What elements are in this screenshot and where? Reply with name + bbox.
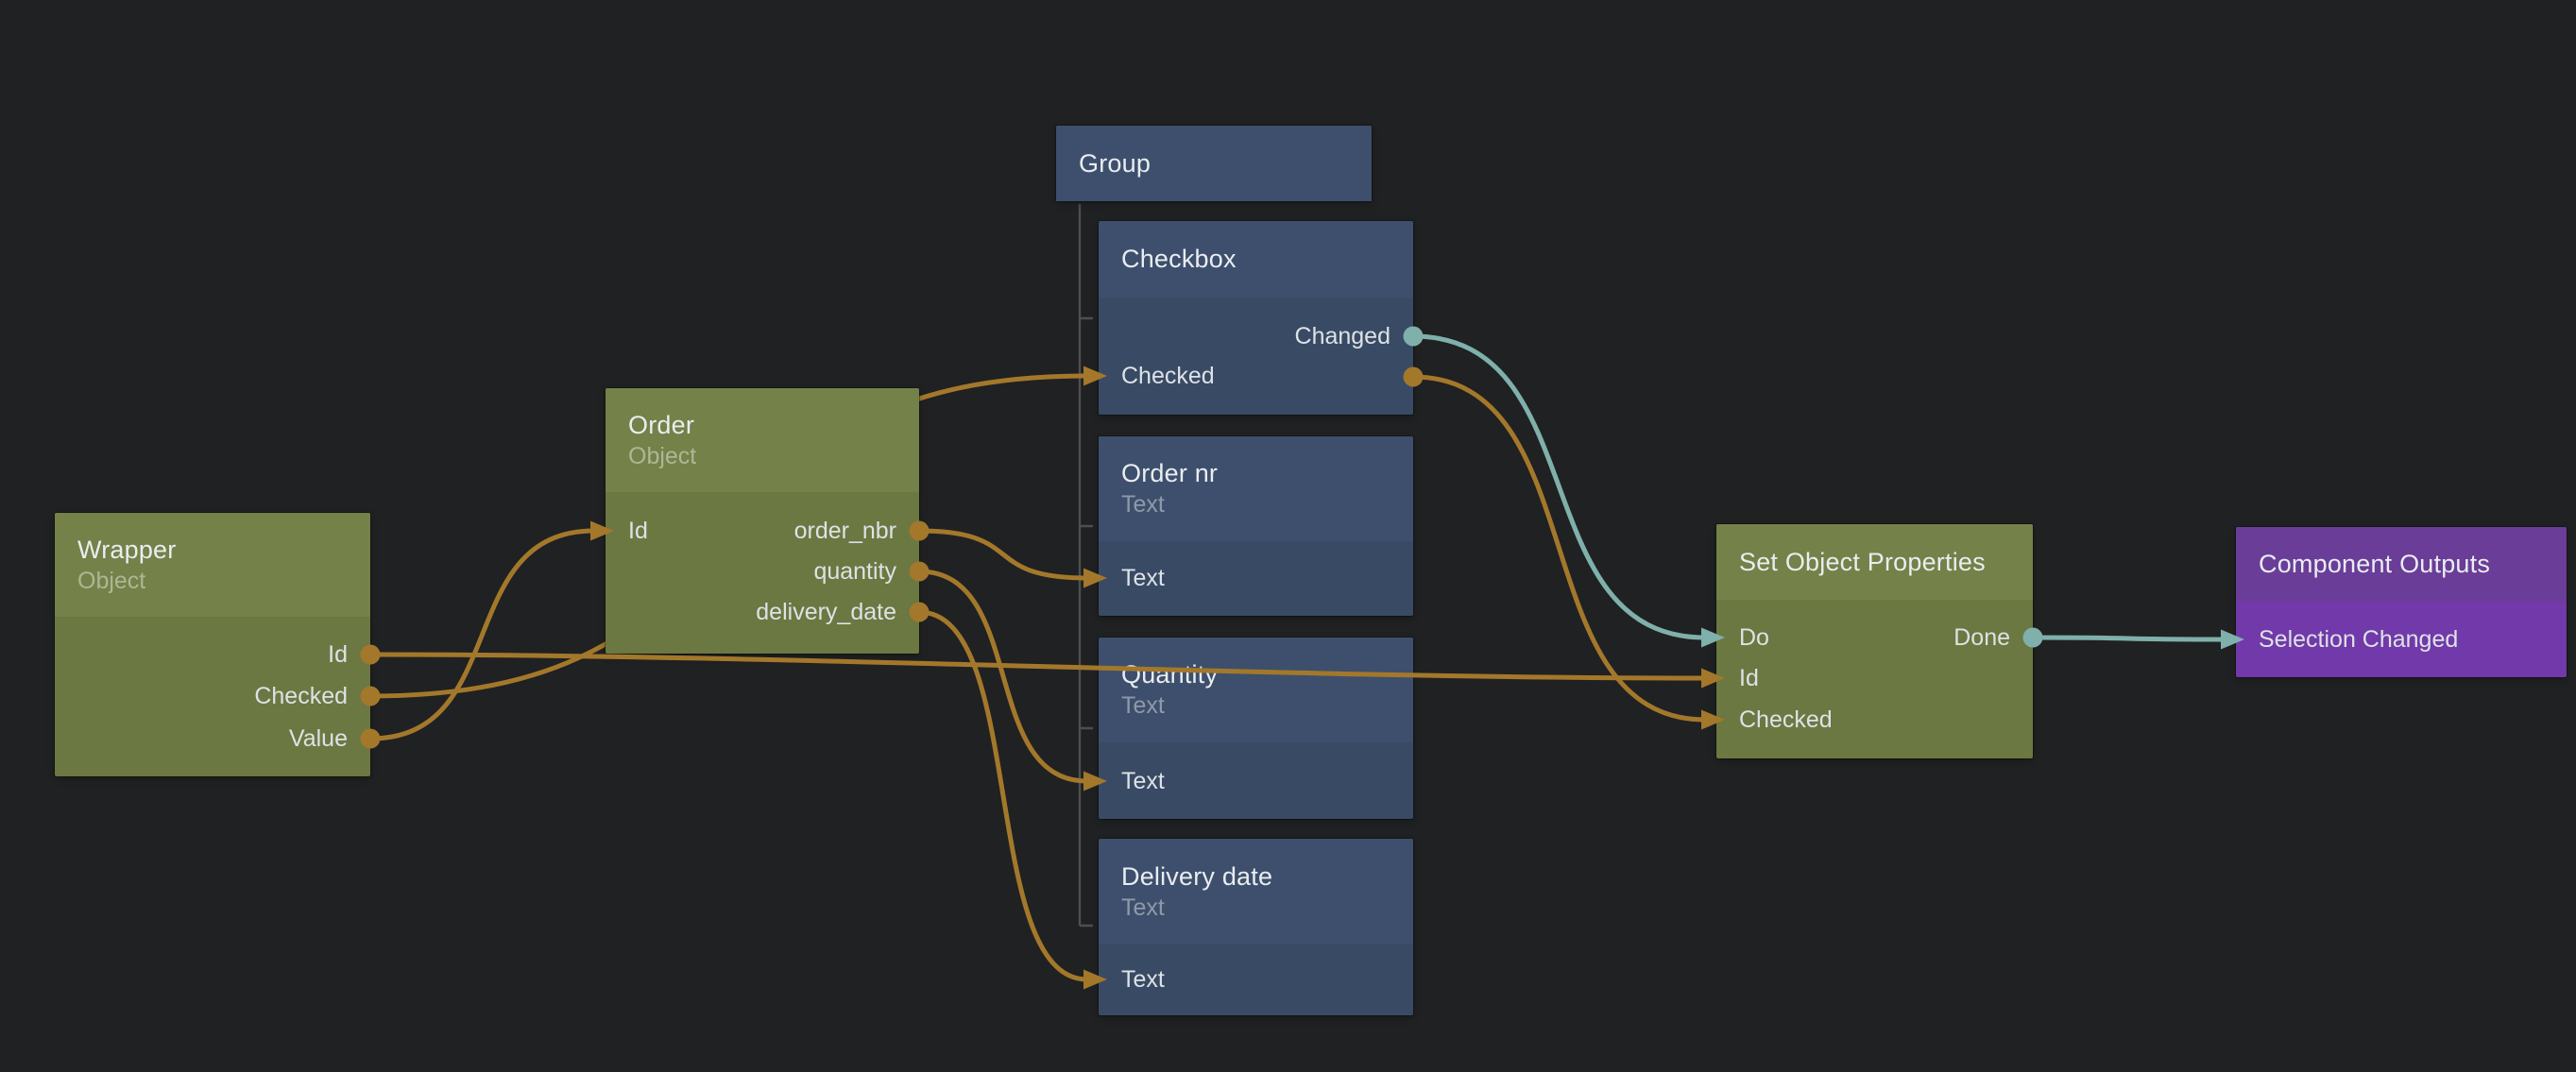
node-group[interactable]: Group: [1056, 126, 1372, 201]
node-title: Wrapper: [77, 535, 177, 564]
wire-wrapper-id-to-sop-id[interactable]: [367, 652, 1708, 681]
wire-checkbox-changed-to-sop-do[interactable]: [1410, 333, 1708, 640]
wire-checkbox-checked-to-sop-checked[interactable]: [1410, 374, 1708, 723]
node-header[interactable]: Group: [1056, 126, 1372, 201]
port-done[interactable]: Done: [1953, 624, 2010, 651]
node-header[interactable]: Set Object Properties: [1716, 524, 2033, 600]
node-subtitle: Text: [1121, 692, 1165, 719]
node-title: Set Object Properties: [1739, 547, 1986, 576]
wire-wrapper-value-to-order-id[interactable]: [367, 528, 597, 741]
port-checked[interactable]: Checked: [1121, 363, 1215, 389]
port-checked[interactable]: Checked: [1739, 706, 1833, 733]
port-id[interactable]: Id: [1739, 665, 1759, 691]
wire-order-quantity-to-quantity-text[interactable]: [916, 569, 1090, 784]
node-subtitle: Text: [1121, 893, 1165, 921]
port-text[interactable]: Text: [1121, 966, 1165, 993]
group-children-connector-line: [1078, 204, 1093, 927]
wire-order-deliverydate-to-deliverydate-text[interactable]: [916, 609, 1090, 982]
port-selection-changed[interactable]: Selection Changed: [2259, 626, 2459, 653]
node-title: Component Outputs: [2259, 550, 2491, 578]
node-title: Quantity: [1121, 660, 1219, 689]
node-title: Group: [1079, 148, 1152, 178]
port-changed[interactable]: Changed: [1294, 323, 1390, 349]
port-text[interactable]: Text: [1121, 565, 1165, 591]
wire-sop-done-to-componentoutputs-selectionchanged[interactable]: [2030, 635, 2227, 642]
port-value[interactable]: Value: [288, 725, 348, 752]
node-subtitle: Text: [1121, 491, 1165, 518]
node-header[interactable]: Order nr Text: [1099, 436, 1413, 541]
port-id[interactable]: Id: [328, 641, 348, 668]
port-quantity[interactable]: quantity: [813, 558, 896, 585]
node-title: Order: [628, 410, 695, 439]
wire-order-nbr-to-ordernr-text[interactable]: [916, 528, 1090, 581]
node-subtitle: Object: [77, 567, 146, 594]
port-text[interactable]: Text: [1121, 768, 1165, 794]
node-title: Checkbox: [1121, 245, 1237, 273]
port-delivery-date[interactable]: delivery_date: [756, 599, 896, 625]
node-header[interactable]: Component Outputs: [2236, 527, 2567, 602]
node-title: Order nr: [1121, 459, 1219, 487]
port-checked[interactable]: Checked: [254, 683, 348, 709]
port-order-nbr[interactable]: order_nbr: [793, 518, 896, 544]
port-do[interactable]: Do: [1739, 624, 1769, 651]
node-subtitle: Object: [628, 442, 697, 469]
node-title: Delivery date: [1121, 861, 1273, 891]
node-header[interactable]: Checkbox: [1099, 221, 1413, 298]
